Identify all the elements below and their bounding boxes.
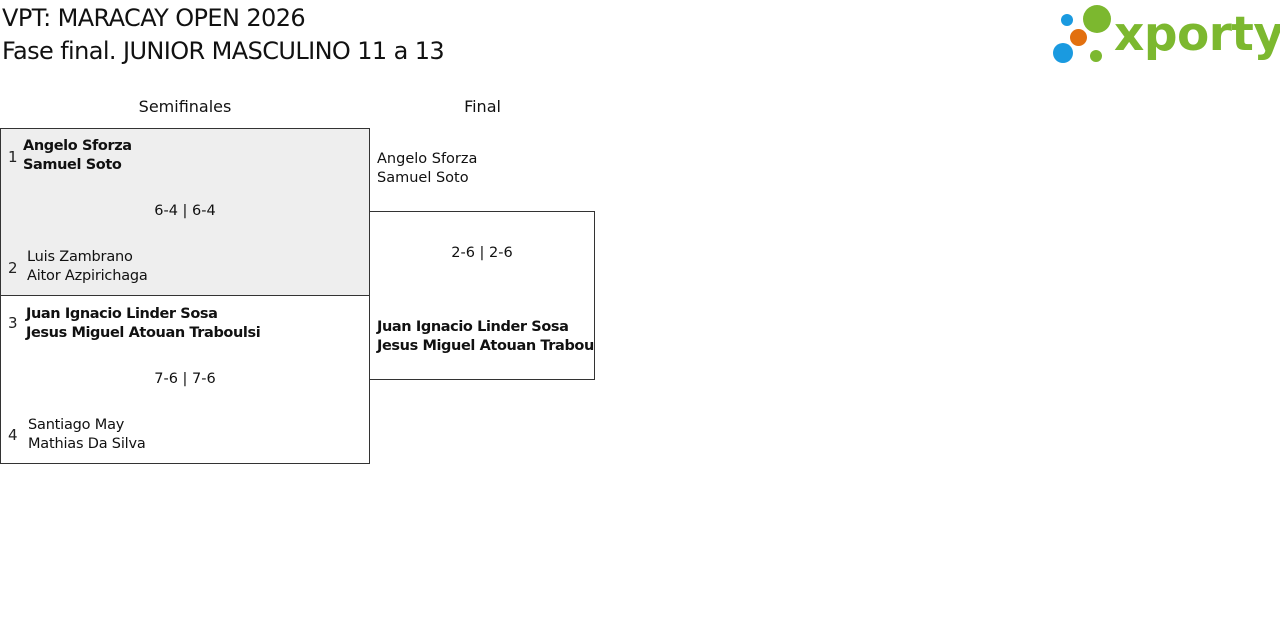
player-name: Mathias Da Silva	[28, 436, 146, 452]
team-winner: Juan Ignacio Linder Sosa Jesus Miguel At…	[26, 305, 261, 343]
team-winner: Angelo Sforza Samuel Soto	[23, 137, 132, 175]
phase-title: Fase final. JUNIOR MASCULINO 11 a 13	[2, 37, 445, 65]
player-name: Samuel Soto	[377, 170, 469, 186]
logo-dot-blue-large	[1053, 43, 1073, 63]
final-team-b: Juan Ignacio Linder Sosa Jesus Miguel At…	[377, 318, 595, 356]
round-header-semifinals: Semifinales	[138, 97, 232, 116]
logo-dot-green-large	[1083, 5, 1111, 33]
match-score: 6-4 | 6-4	[154, 203, 216, 219]
final-team-a: Angelo Sforza Samuel Soto	[377, 150, 477, 188]
player-name: Jesus Miguel Atouan Traboulsi	[377, 338, 595, 354]
logo-dot-green-small	[1090, 50, 1102, 62]
xporty-logo[interactable]: xporty	[1050, 3, 1280, 69]
logo-dot-orange	[1070, 29, 1087, 46]
player-name: Santiago May	[28, 417, 125, 433]
player-name: Samuel Soto	[23, 157, 122, 173]
player-name: Angelo Sforza	[377, 151, 478, 167]
round-header-final: Final	[464, 97, 501, 116]
seed-number: 3	[8, 314, 18, 332]
semifinal-match-2[interactable]: 3 Juan Ignacio Linder Sosa Jesus Miguel …	[0, 295, 370, 464]
final-match[interactable]: 2-6 | 2-6 Juan Ignacio Linder Sosa Jesus…	[369, 211, 595, 380]
logo-wordmark: xporty	[1114, 7, 1280, 62]
seed-number: 1	[8, 148, 18, 166]
player-name: Jesus Miguel Atouan Traboulsi	[26, 325, 261, 341]
tournament-title: VPT: MARACAY OPEN 2026	[2, 4, 306, 32]
player-name: Juan Ignacio Linder Sosa	[377, 319, 569, 335]
match-score: 2-6 | 2-6	[451, 245, 513, 261]
match-score: 7-6 | 7-6	[154, 371, 216, 387]
team-loser: Luis Zambrano Aitor Azpirichaga	[27, 248, 148, 286]
player-name: Luis Zambrano	[27, 249, 133, 265]
team-loser: Santiago May Mathias Da Silva	[28, 416, 146, 454]
player-name: Aitor Azpirichaga	[27, 268, 148, 284]
player-name: Angelo Sforza	[23, 138, 132, 154]
semifinal-match-1[interactable]: 1 Angelo Sforza Samuel Soto 6-4 | 6-4 2 …	[0, 128, 370, 296]
seed-number: 4	[8, 426, 18, 444]
seed-number: 2	[8, 259, 18, 277]
logo-dot-blue-small	[1061, 14, 1073, 26]
player-name: Juan Ignacio Linder Sosa	[26, 306, 218, 322]
